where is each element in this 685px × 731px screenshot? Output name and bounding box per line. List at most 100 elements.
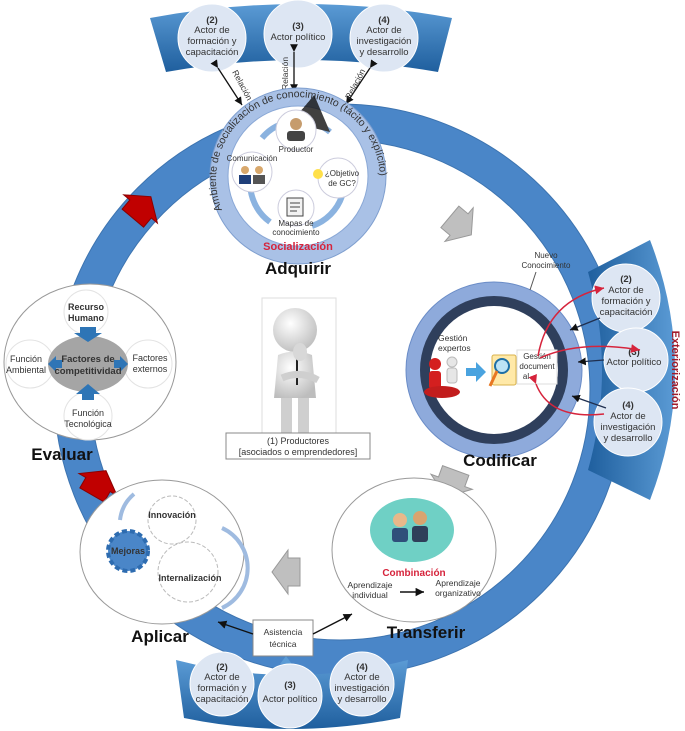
actor-label: investigación	[357, 36, 412, 47]
aprendizaje-individual-label: Aprendizaje	[348, 580, 393, 590]
socializacion-title: Socialización	[263, 241, 333, 253]
actor-label: capacitación	[196, 694, 249, 705]
actor-label: Actor político	[263, 694, 318, 705]
comunicacion-label: Comunicación	[227, 154, 278, 163]
actor-label: Actor de	[610, 411, 645, 422]
exterior-actor-4[interactable]: (4) Actor de investigación y desarrollo	[593, 387, 663, 457]
actor-label: Actor de	[344, 672, 379, 683]
asistencia-label: técnica	[270, 639, 297, 649]
stage-evaluar: Evaluar	[31, 445, 93, 464]
top-actor-2[interactable]: (2) Actor de formación y capacitación	[177, 3, 247, 73]
codificar-connectors	[528, 285, 641, 416]
internalizacion-label: Internalización	[158, 573, 221, 583]
mejoras-label: Mejoras	[111, 546, 145, 556]
exteriorizacion-title: Exteriorización	[669, 331, 681, 410]
codificar-panel[interactable]: Gestión expertos Gestión document al	[405, 281, 583, 459]
stage-codificar: Codificar	[463, 451, 537, 470]
actor-number: (2)	[216, 662, 228, 673]
combinacion-panel[interactable]: Combinación Aprendizaje individual Apren…	[331, 477, 497, 623]
bottom-actor-2[interactable]: (2) Actor de formación y capacitación	[189, 651, 255, 717]
mapas-label: conocimiento	[272, 228, 320, 237]
funcion-tecnologica-label: Función	[72, 408, 104, 418]
aplicar-panel[interactable]: Innovación Mejoras Internalización	[79, 479, 250, 625]
productor-label: Productor	[279, 145, 314, 154]
actor-number: (4)	[378, 15, 390, 26]
gestion-documental-label: al	[523, 372, 529, 381]
gestion-documental-label: document	[519, 362, 555, 371]
actor-number: (2)	[620, 274, 632, 285]
actor-label: investigación	[335, 683, 390, 694]
caption-line: [asociados o emprendedores]	[239, 447, 358, 457]
mapas-label: Mapas de	[278, 219, 314, 228]
actor-number: (2)	[206, 15, 218, 26]
relation-label: Relación	[230, 68, 254, 102]
aprendizaje-organizativo-label: organizativo	[435, 588, 481, 598]
asistencia-tecnica-box[interactable]: Asistencia técnica	[252, 619, 314, 657]
funcion-tecnologica-label: Tecnológica	[64, 419, 112, 429]
actor-number: (4)	[356, 662, 368, 673]
arrow-right-icon	[114, 356, 128, 372]
funcion-ambiental-label: Ambiental	[6, 365, 46, 375]
actor-label: Actor político	[607, 357, 662, 368]
stage-transferir: Transferir	[387, 623, 466, 642]
actor-label: y desarrollo	[603, 433, 652, 444]
nuevo-conocimiento-label: Nuevo	[534, 251, 558, 260]
actor-label: y desarrollo	[359, 47, 408, 58]
actor-number: (3)	[284, 680, 296, 691]
arrow-up-icon	[76, 384, 100, 400]
caption-line: (1) Productores	[267, 436, 330, 446]
factores-externos-label: externos	[133, 364, 168, 374]
actor-number: (3)	[292, 21, 304, 32]
aprendizaje-individual-label: individual	[352, 590, 388, 600]
actor-label: Actor de	[608, 285, 643, 296]
objetivo-label: ¿Objetivo	[325, 169, 360, 178]
gestion-documental-label: Gestión	[523, 352, 551, 361]
actor-label: formación y	[197, 683, 246, 694]
gear-icon	[147, 495, 197, 545]
producer-figure	[261, 297, 337, 437]
actor-label: Actor de	[366, 25, 401, 36]
actor-label: capacitación	[600, 307, 653, 318]
actor-label: capacitación	[186, 47, 239, 58]
gear-icon	[157, 541, 219, 603]
arrow-right-icon	[466, 362, 486, 382]
bottom-actor-3[interactable]: (3) Actor político	[257, 663, 323, 729]
actor-label: Actor político	[271, 32, 326, 43]
person-icon	[255, 166, 263, 174]
actor-label: formación y	[187, 36, 236, 47]
red-arrow-icon	[121, 194, 159, 228]
gear-icon	[106, 529, 150, 573]
innovacion-label: Innovación	[148, 510, 196, 520]
person-head-icon	[273, 308, 317, 352]
recurso-humano-label: Recurso	[68, 302, 105, 312]
objetivo-label: de GC?	[328, 179, 356, 188]
asistencia-label: Asistencia	[264, 627, 303, 637]
top-actor-4[interactable]: (4) Actor de investigación y desarrollo	[349, 3, 419, 73]
combinacion-title: Combinación	[382, 568, 445, 579]
stage-aplicar: Aplicar	[131, 627, 189, 646]
producers-caption: (1) Productores [asociados o emprendedor…	[225, 432, 371, 460]
lightbulb-icon	[313, 169, 323, 179]
actor-label: Actor de	[204, 672, 239, 683]
top-actor-3[interactable]: (3) Actor político	[263, 0, 333, 69]
exterior-actor-3[interactable]: (3) Actor político	[603, 327, 669, 393]
factores-competitividad-label: competitividad	[54, 366, 121, 377]
nuevo-conocimiento-label: Conocimiento	[522, 261, 571, 270]
asistencia-connectors	[217, 613, 353, 635]
arrow-left-icon	[48, 356, 62, 372]
exterior-actor-2[interactable]: (2) Actor de formación y capacitación	[591, 263, 661, 333]
person-body-icon	[287, 131, 305, 141]
relation-label: Relación	[343, 67, 367, 101]
bottom-actor-4[interactable]: (4) Actor de investigación y desarrollo	[329, 651, 395, 717]
gestion-expertos-label: Gestión	[438, 333, 468, 343]
funcion-ambiental-label: Función	[10, 354, 42, 364]
gray-arrow-icon	[271, 548, 301, 596]
person-icon	[290, 118, 302, 130]
evaluar-panel[interactable]: Recurso Humano Función Ambiental Factore…	[3, 283, 177, 441]
stage-adquirir: Adquirir	[265, 259, 331, 278]
actor-label: y desarrollo	[337, 694, 386, 705]
actor-label: Actor de	[194, 25, 229, 36]
actor-label: formación y	[601, 296, 650, 307]
person-icon	[241, 166, 249, 174]
actor-label: investigación	[601, 422, 656, 433]
